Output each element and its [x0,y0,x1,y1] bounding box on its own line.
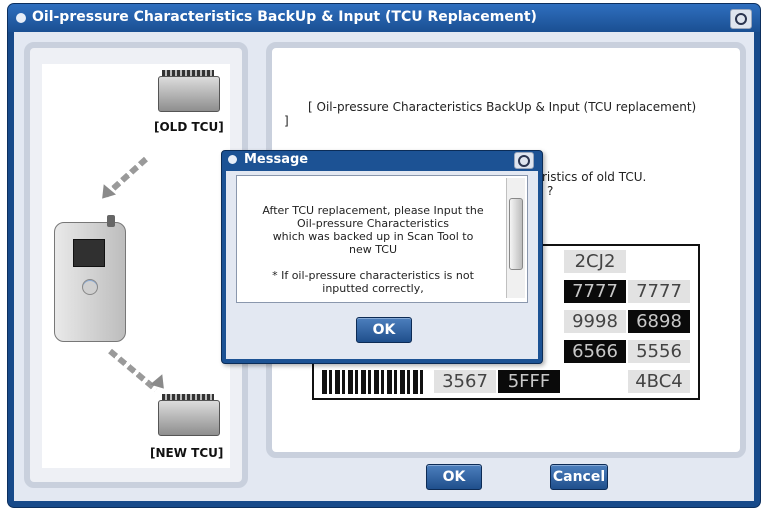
grid-cell: 2CJ2 [564,250,626,273]
diagram-area: [OLD TCU] [NEW TCU] [42,64,230,468]
grid-cell: 6898 [628,310,690,333]
message-text: After TCU replacement, please Input the … [262,204,484,295]
ok-button[interactable]: OK [426,464,482,490]
scan-tool-icon [54,215,126,342]
partial-text-line-2: ? [547,184,554,198]
heading-line-1: [ Oil-pressure Characteristics BackUp & … [308,100,697,114]
grid-cell: 4BC4 [628,370,690,393]
old-tcu-label: [OLD TCU] [154,120,224,134]
tcu-diagram-panel: [OLD TCU] [NEW TCU] [24,42,248,488]
dialog-body: After TCU replacement, please Input the … [226,171,538,359]
grid-cell: 7777 [628,280,690,303]
screenshot-button[interactable] [730,9,752,29]
partial-text-line-1: ristics of old TCU. [542,170,647,184]
dialog-title: Message [244,152,309,167]
message-dialog: Message After TCU replacement, please In… [221,150,543,364]
grid-cell: 9998 [564,310,626,333]
grid-cell: 3567 [434,370,496,393]
grid-cell: 6566 [564,340,626,363]
grid-cell: 5FFF [498,370,560,393]
new-tcu-label: [NEW TCU] [150,446,224,460]
message-text-area: After TCU replacement, please Input the … [236,175,528,303]
camera-icon [735,13,747,25]
new-tcu-icon [154,394,222,438]
dialog-ok-button[interactable]: OK [356,317,412,343]
window-title: Oil-pressure Characteristics BackUp & In… [32,9,537,25]
circle-icon [16,13,26,23]
window-titlebar: Oil-pressure Characteristics BackUp & In… [8,4,760,32]
old-tcu-icon [154,70,222,114]
circle-icon [228,155,237,164]
dialog-screenshot-button[interactable] [514,152,534,169]
grid-cell: 7777 [564,280,626,303]
cancel-button[interactable]: Cancel [550,464,608,490]
heading-line-2: ] [284,114,289,128]
scrollbar-thumb[interactable] [509,198,523,270]
grid-cell: 5556 [628,340,690,363]
message-scrollbar[interactable] [506,178,525,298]
camera-icon [518,154,530,167]
barcode-icon [322,370,426,394]
